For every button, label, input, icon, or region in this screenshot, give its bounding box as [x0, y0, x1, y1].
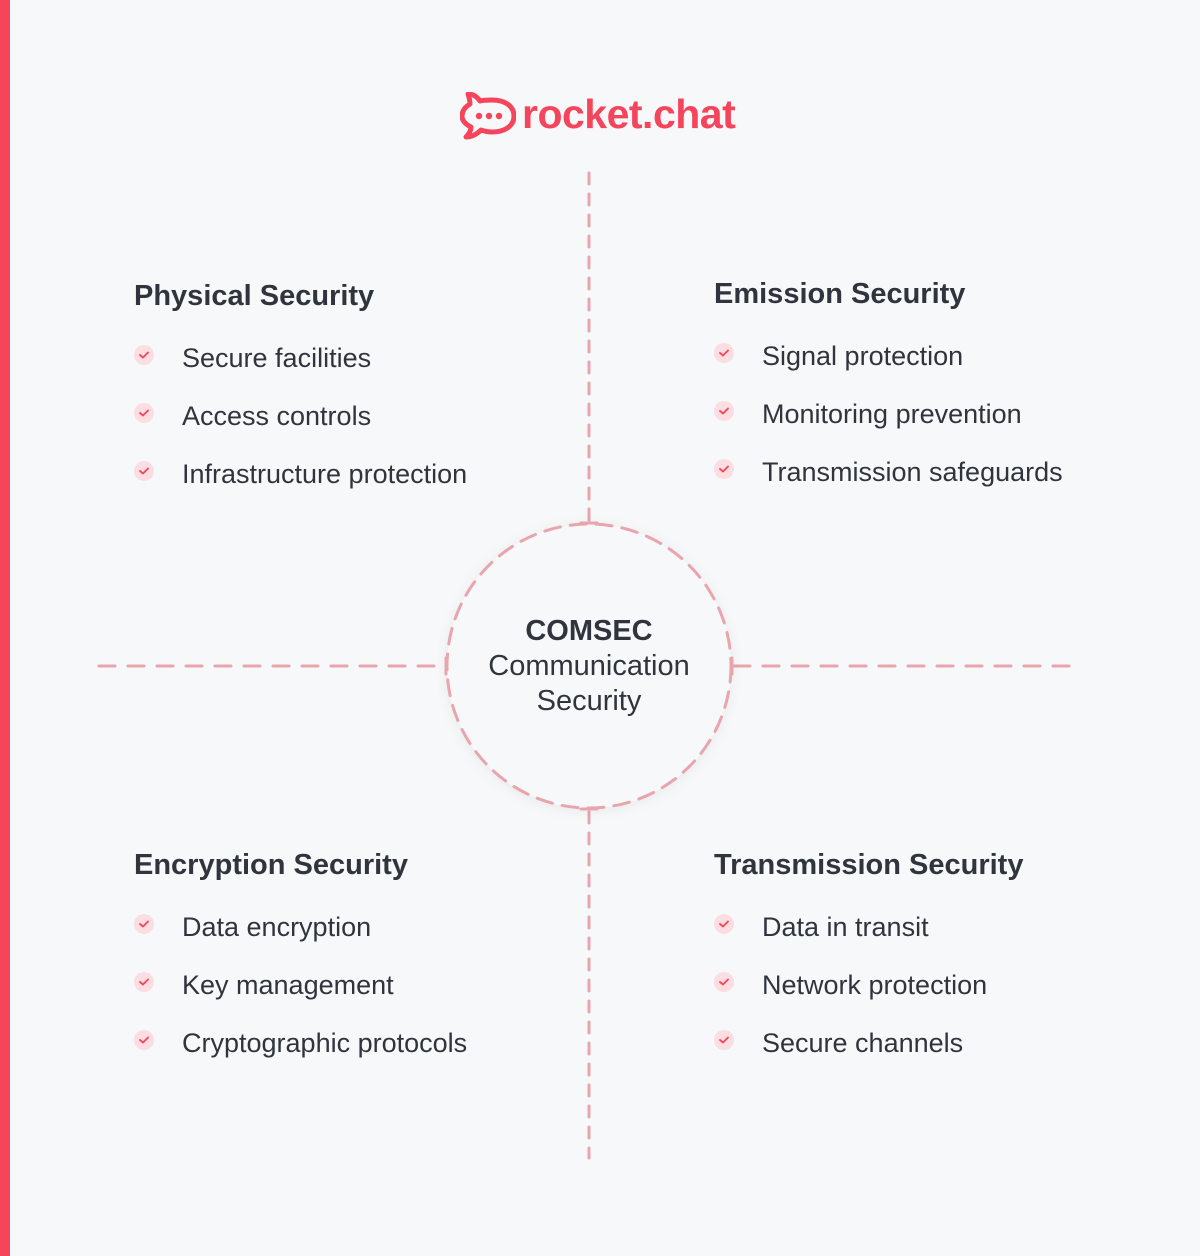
item-label: Access controls [182, 401, 372, 431]
center-label: COMSEC Communication Security [447, 524, 731, 808]
check-icon [134, 461, 154, 481]
list-item: Cryptographic protocols [134, 1017, 467, 1075]
quadrant-title: Encryption Security [134, 849, 408, 881]
quadrant-title: Transmission Security [714, 849, 1024, 881]
item-label: Data in transit [762, 912, 929, 942]
item-list: Secure facilities Access controls Infras… [134, 332, 467, 506]
check-icon [134, 403, 154, 423]
check-icon [714, 972, 734, 992]
list-item: Signal protection [714, 330, 965, 388]
list-item: Secure facilities [134, 332, 374, 390]
item-label: Infrastructure protection [182, 459, 468, 489]
item-label: Cryptographic protocols [182, 1028, 468, 1058]
quadrant-physical-security: Physical Security Secure facilities Acce… [134, 278, 467, 506]
list-item: Monitoring prevention [714, 388, 1022, 446]
list-item: Access controls [134, 390, 374, 448]
list-item: Network protection [714, 959, 1023, 1017]
item-list: Signal protection Monitoring prevention … [714, 330, 1063, 504]
check-icon [714, 343, 734, 363]
item-label: Secure facilities [182, 343, 372, 373]
item-label: Data encryption [182, 912, 372, 942]
list-item: Data encryption [134, 901, 408, 959]
quadrant-transmission-security: Transmission Security Data in transit Ne… [714, 847, 1023, 1075]
center-subtitle-line1: Communication [488, 649, 690, 682]
left-accent-bar [0, 0, 10, 1256]
check-icon [134, 972, 154, 992]
check-icon [134, 1030, 154, 1050]
quadrant-encryption-security: Encryption Security Data encryption Key … [134, 847, 467, 1075]
item-label: Key management [182, 970, 394, 1000]
quadrant-emission-security: Emission Security Signal protection Moni… [714, 276, 1063, 504]
item-label: Monitoring prevention [762, 399, 1022, 429]
check-icon [134, 345, 154, 365]
check-icon [714, 401, 734, 421]
list-item: Secure channels [714, 1017, 1023, 1075]
item-label: Secure channels [762, 1028, 964, 1058]
list-item: Key management [134, 959, 408, 1017]
item-label: Transmission safeguards [762, 457, 1063, 487]
check-icon [714, 1030, 734, 1050]
brand-name: rocket.chat [522, 90, 736, 137]
center-subtitle-line2: Security [536, 684, 642, 717]
check-icon [134, 914, 154, 934]
list-item: Transmission safeguards [714, 446, 1063, 504]
item-label: Signal protection [762, 341, 964, 371]
list-item: Infrastructure protection [134, 448, 467, 506]
center-title: COMSEC [525, 614, 653, 647]
item-label: Network protection [762, 970, 988, 1000]
chat-bubble-icon [460, 92, 516, 140]
list-item: Data in transit [714, 901, 1023, 959]
quadrant-title: Physical Security [134, 280, 375, 312]
item-list: Data encryption Key management Cryptogra… [134, 901, 467, 1075]
check-icon [714, 459, 734, 479]
quadrant-title: Emission Security [714, 278, 966, 310]
check-icon [714, 914, 734, 934]
item-list: Data in transit Network protection Secur… [714, 901, 1023, 1075]
rocket-chat-logo: rocket.chat [460, 90, 736, 140]
